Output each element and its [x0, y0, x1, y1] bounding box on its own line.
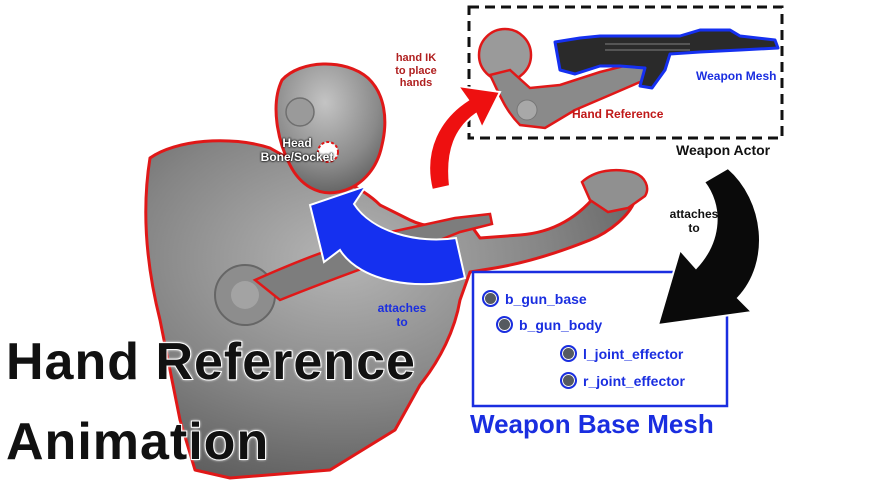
- attaches-to-left-line-1: attaches: [377, 301, 427, 315]
- attaches-to-label-right: attaches to: [664, 207, 724, 236]
- weapon-mesh-label: Weapon Mesh: [696, 69, 777, 83]
- weapon-actor-label: Weapon Actor: [676, 142, 771, 158]
- bone-name: r_joint_effector: [583, 372, 685, 389]
- bone-dot-icon: [482, 290, 499, 307]
- hand-ik-arrow: [428, 84, 502, 192]
- attaches-to-label-left: attaches to: [370, 301, 434, 330]
- mannequin-head: [274, 62, 387, 195]
- title-line-1: Hand Reference: [5, 332, 416, 392]
- bone-item-gun-body: b_gun_body: [496, 316, 602, 333]
- bone-dot-icon: [496, 316, 513, 333]
- head-socket-marker: [317, 141, 339, 163]
- bone-item-l-joint-effector: l_joint_effector: [560, 345, 683, 362]
- bone-dot-icon: [560, 345, 577, 362]
- hand-reference-arm: [477, 27, 667, 130]
- hand-ik-line-3: hands: [399, 77, 433, 90]
- bone-item-r-joint-effector: r_joint_effector: [560, 372, 685, 389]
- weapon-base-mesh-label: Weapon Base Mesh: [470, 409, 714, 439]
- attaches-to-arrow-blue: [308, 184, 467, 286]
- bone-name: b_gun_body: [519, 316, 603, 333]
- head-socket-line-1: Head: [282, 136, 312, 150]
- weapon-mesh-rifle: [553, 28, 780, 90]
- title-line-2: Animation: [5, 412, 270, 472]
- mannequin-figure: [144, 62, 649, 480]
- attaches-to-left-line-2: to: [396, 314, 408, 329]
- head-socket-label: Head Bone/Socket: [252, 136, 342, 165]
- bone-dot-icon: [560, 372, 577, 389]
- hand-ik-line-2: to place: [395, 64, 437, 77]
- bone-item-gun-base: b_gun_base: [482, 290, 587, 307]
- hand-ik-label: hand IK to place hands: [384, 52, 448, 90]
- bone-name: l_joint_effector: [583, 345, 684, 362]
- hand-ik-line-1: hand IK: [395, 52, 437, 64]
- attaches-to-arrow-black: [656, 166, 761, 327]
- head-socket-line-2: Bone/Socket: [260, 149, 334, 164]
- attaches-to-right-line-2: to: [688, 220, 700, 235]
- hand-reference-label: Hand Reference: [572, 107, 664, 121]
- bone-name: b_gun_base: [505, 290, 587, 307]
- mannequin-hand-right: [580, 168, 649, 214]
- attaches-to-right-line-1: attaches: [669, 207, 719, 221]
